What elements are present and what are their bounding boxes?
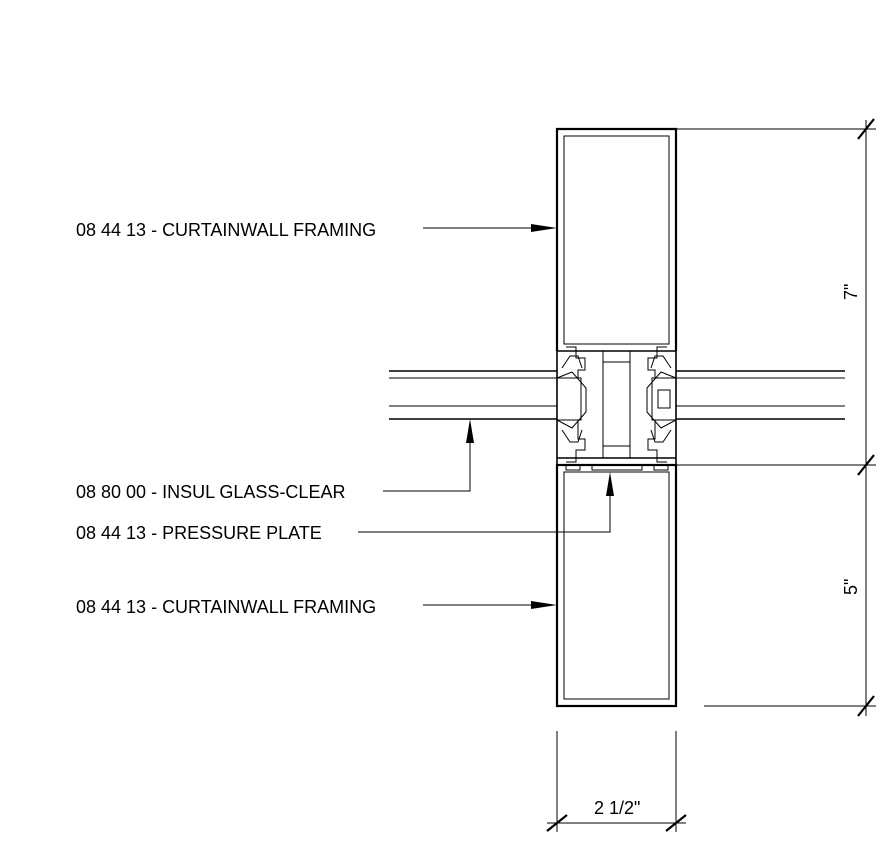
dimension-width: 2 1/2" [594,798,640,818]
dimension-lower-height: 5" [841,579,861,595]
dimension-upper-height: 7" [841,284,861,300]
insulated-glass-left [389,370,557,420]
lower-mullion [555,463,678,708]
leader-pressure-plate [358,472,614,533]
leader-framing-top [423,224,557,232]
label-insul-glass-clear: 08 80 00 - INSUL GLASS-CLEAR [76,482,345,502]
horizontal-dimension [546,731,687,832]
label-curtainwall-framing-bottom: 08 44 13 - CURTAINWALL FRAMING [76,597,376,617]
mullion-joint [556,346,677,471]
vertical-dimension [676,118,876,717]
upper-mullion [555,127,678,351]
label-curtainwall-framing-top: 08 44 13 - CURTAINWALL FRAMING [76,220,376,240]
insulated-glass-right [676,370,845,420]
label-pressure-plate: 08 44 13 - PRESSURE PLATE [76,523,322,543]
leader-framing-bottom [423,601,557,609]
leader-insul-glass [383,419,474,492]
